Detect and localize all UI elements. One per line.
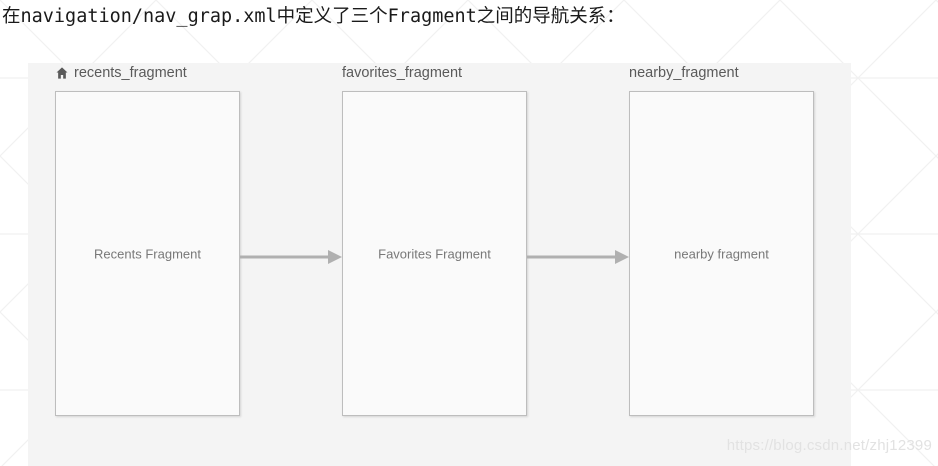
navigation-graph-canvas[interactable]: recents_fragment Recents Fragment favori… — [28, 63, 851, 466]
destination-label-row: favorites_fragment — [342, 63, 462, 83]
arrow-right-icon — [240, 250, 342, 264]
destination-box[interactable]: Recents Fragment — [55, 91, 240, 416]
destination-label-row: nearby_fragment — [629, 63, 739, 83]
destination-name: favorites_fragment — [342, 65, 463, 81]
destination-name: recents_fragment — [74, 65, 187, 81]
destination-box[interactable]: Favorites Fragment — [342, 91, 527, 416]
destination-preview-title: nearby fragment — [674, 246, 769, 261]
connection-favorites-to-nearby[interactable] — [527, 248, 630, 266]
destination-preview-title: Favorites Fragment — [378, 246, 491, 261]
destination-label-row: recents_fragment — [55, 63, 187, 83]
connection-recents-to-favorites[interactable] — [240, 248, 343, 266]
destination-box[interactable]: nearby fragment — [629, 91, 814, 416]
arrow-right-icon — [527, 250, 629, 264]
destination-name: nearby_fragment — [629, 65, 739, 81]
home-icon — [55, 66, 69, 80]
destination-preview-title: Recents Fragment — [94, 246, 201, 261]
page-title: 在navigation/nav_grap.xml中定义了三个Fragment之间… — [2, 6, 625, 27]
